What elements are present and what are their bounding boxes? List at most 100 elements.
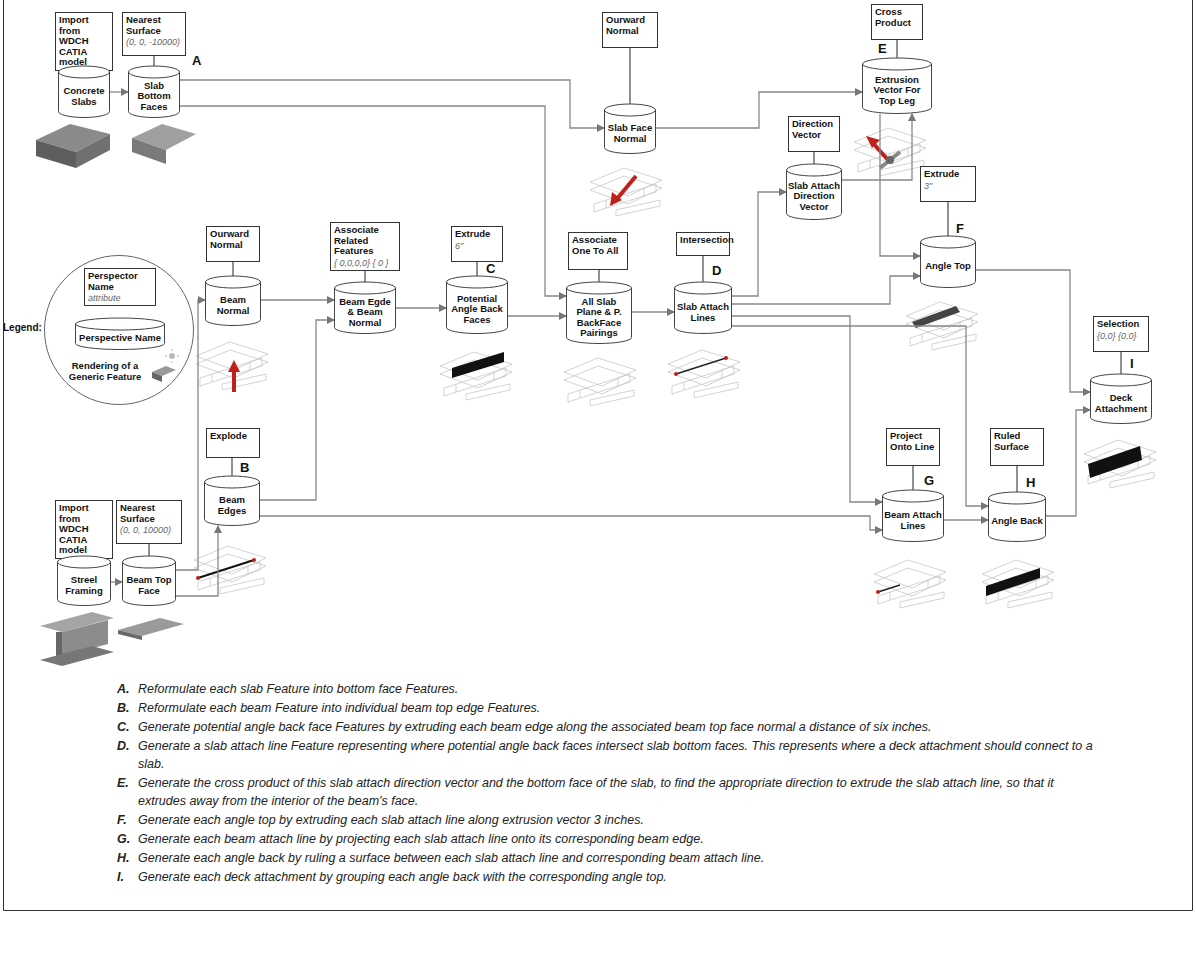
node-name: Ourward Normal xyxy=(606,15,654,36)
node-name: Slab Face Normal xyxy=(606,123,654,144)
flow-arrow xyxy=(944,519,988,520)
beam-top-face-render xyxy=(118,618,184,640)
flow-arrow xyxy=(260,516,882,530)
operator-link xyxy=(896,40,897,58)
operator-box: Extrude3" xyxy=(920,166,976,202)
flow-arrow xyxy=(632,311,674,312)
attribute-text: attribute xyxy=(88,293,152,303)
node-name: Intersection xyxy=(680,235,726,246)
callout-letter: G xyxy=(924,474,934,488)
feature-cylinder: Concrete Slabs xyxy=(58,66,110,118)
feature-cylinder: Streel Framing xyxy=(57,556,111,606)
flow-arrow xyxy=(261,299,334,300)
flow-arrow xyxy=(396,307,446,308)
feature-cylinder: Potential Angle Back Faces xyxy=(446,276,508,334)
slab-bottom-render xyxy=(132,124,196,164)
note-letter: F. xyxy=(117,811,127,829)
operator-link xyxy=(813,152,814,164)
note-text: Generate each deck attachment by groupin… xyxy=(138,868,1098,886)
operator-box: Nearest Surface(0, 0, 10000) xyxy=(116,500,182,544)
operator-box: Extrude6" xyxy=(451,226,503,262)
node-name: Explode xyxy=(210,431,256,442)
flow-arrow xyxy=(508,315,566,316)
flow-arrow xyxy=(180,80,604,128)
operator-box: Explode xyxy=(206,428,260,458)
feature-cylinder: Angle Back xyxy=(988,492,1046,542)
feature-cylinder: Perspective Name xyxy=(75,318,165,350)
note-letter: B. xyxy=(117,699,130,717)
operator-link xyxy=(1120,352,1121,374)
attribute-text: 6" xyxy=(455,241,499,251)
note-letter: D. xyxy=(117,737,130,755)
operator-box: Import from WDCH CATIA model xyxy=(55,12,113,71)
operator-box: Associate Related Features{ 0,0,0,0} { 0… xyxy=(330,222,400,271)
note-text: Generate each beam attach line by projec… xyxy=(138,830,1098,848)
node-name: Slab Bottom Faces xyxy=(130,81,178,113)
feature-cylinder: Slab Attach Direction Vector xyxy=(786,164,842,220)
node-name: Beam Normal xyxy=(207,295,259,316)
node-name: All Slab Plane & P. BackFace Pairings xyxy=(568,297,630,339)
note-letter: C. xyxy=(117,718,130,736)
feature-cylinder: Beam Attach Lines xyxy=(882,490,944,542)
node-name: Ruled Surface xyxy=(994,431,1040,452)
callout-letter: B xyxy=(240,461,249,475)
operator-box: Direction Vector xyxy=(788,116,840,152)
node-name: Beam Attach Lines xyxy=(884,510,942,531)
flow-arrow xyxy=(880,114,920,256)
figure-frame xyxy=(4,0,1193,911)
node-name: Import from WDCH CATIA model xyxy=(59,15,109,68)
node-name: Angle Top xyxy=(925,261,971,272)
feature-cylinder: Angle Top xyxy=(920,236,976,288)
node-name: Associate One To All xyxy=(572,235,624,256)
flow-arrow xyxy=(732,276,920,304)
note-text: Generate a slab attach line Feature repr… xyxy=(138,737,1098,773)
operator-link xyxy=(148,544,149,556)
node-name: Direction Vector xyxy=(792,119,836,140)
operator-box: Ourward Normal xyxy=(206,226,260,262)
flow-arrow xyxy=(732,192,786,296)
feature-cylinder: Slab Attach Lines xyxy=(674,282,732,334)
operator-link xyxy=(1016,466,1017,492)
operator-box: Selection{0,0} {0,0} xyxy=(1093,316,1149,352)
note-text: Reformulate each slab Feature into botto… xyxy=(138,680,1098,698)
node-name: Slab Attach Direction Vector xyxy=(788,181,840,213)
operator-box: Cross Product xyxy=(871,4,923,40)
note-letter: A. xyxy=(117,680,130,698)
node-name: Extrude xyxy=(455,229,499,240)
operator-link xyxy=(153,56,154,66)
attribute-text: {0,0} {0,0} xyxy=(1097,331,1145,341)
attribute-text: { 0,0,0,0} { 0 } xyxy=(334,258,396,268)
note-text: Generate potential angle back face Featu… xyxy=(138,718,1098,736)
attribute-text: (0, 0, -10000) xyxy=(126,37,182,47)
operator-box: Ourward Normal xyxy=(602,12,658,48)
node-name: Angle Back xyxy=(991,516,1043,527)
steel-beam-render xyxy=(40,612,114,666)
attribute-text: (0, 0, 10000) xyxy=(120,525,178,535)
node-name: Ourward Normal xyxy=(210,229,256,250)
operator-box: Perspector Nameattribute xyxy=(84,268,156,306)
flow-arrow xyxy=(176,526,218,596)
node-name: Import from WDCH CATIA model xyxy=(59,503,109,556)
operator-link xyxy=(702,256,703,282)
note-letter: E. xyxy=(117,774,129,792)
feature-cylinder: Beam Edges xyxy=(204,476,260,526)
callout-letter: C xyxy=(486,262,495,276)
flow-arrow xyxy=(842,114,912,180)
feature-cylinder: Slab Face Normal xyxy=(604,104,656,154)
node-name: Beam Top Face xyxy=(124,575,174,596)
node-name: Deck Attachment xyxy=(1092,393,1150,414)
operator-link xyxy=(364,271,365,283)
note-letter: I. xyxy=(117,868,124,886)
feature-cylinder: Slab Bottom Faces xyxy=(128,66,180,118)
node-name: Cross Product xyxy=(875,7,919,28)
feature-cylinder: All Slab Plane & P. BackFace Pairings xyxy=(566,282,632,344)
operator-box: Associate One To All xyxy=(568,232,628,270)
node-name: Streel Framing xyxy=(59,575,109,596)
callout-letter: I xyxy=(1130,357,1134,371)
node-name: Project Onto Line xyxy=(890,431,936,452)
legend-circle: Legend:Rendering of a Generic FeaturePer… xyxy=(44,255,194,405)
feature-cylinder: Extrusion Vector For Top Leg xyxy=(862,58,932,114)
note-text: Generate each angle back by ruling a sur… xyxy=(138,849,1098,867)
operator-box: Intersection xyxy=(676,232,730,256)
note-text: Reformulate each beam Feature into indiv… xyxy=(138,699,1098,717)
